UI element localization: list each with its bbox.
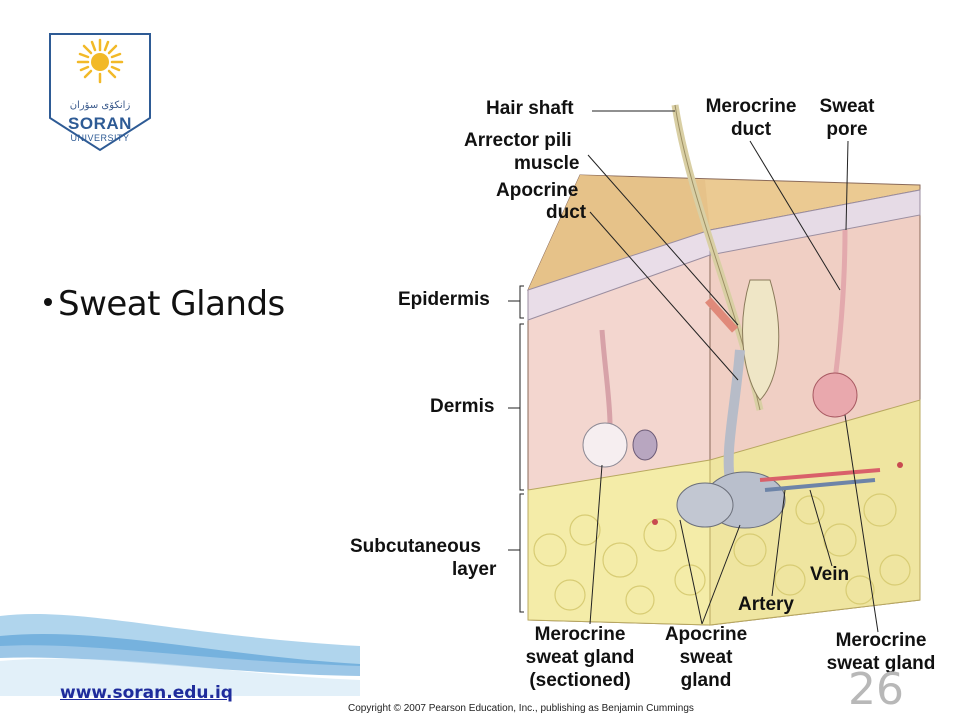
figure-copyright: Copyright © 2007 Pearson Education, Inc.… [348,703,694,714]
label-merocrine-sectioned-3: (sectioned) [529,670,631,691]
label-merocrine-gland-1: Merocrine [835,630,927,651]
label-arrector-pili-1: Arrector pili [464,130,572,151]
label-sweat-pore-2: pore [826,119,868,140]
bullet-marker [44,298,52,306]
decorative-wave [0,613,360,696]
label-subcutaneous-1: Subcutaneous [350,536,481,557]
logo-arabic-text: زانكۆی سۆران [69,100,131,111]
label-merocrine-sectioned-2: sweat gland [525,647,635,668]
label-arrector-pili-2: muscle [514,153,580,174]
label-vein: Vein [810,564,850,585]
label-apocrine-gland-3: gland [680,670,732,691]
label-merocrine-sectioned-1: Merocrine [534,624,626,645]
logo-name: SORAN [68,114,132,133]
label-subcutaneous-2: layer [452,559,497,580]
label-sweat-pore-1: Sweat [819,96,875,117]
label-hair-shaft: Hair shaft [486,98,574,119]
label-dermis: Dermis [430,396,495,417]
skin-diagram: Hair shaft Arrector pili muscle Apocrine… [340,80,960,700]
label-merocrine-gland-2: sweat gland [826,653,936,674]
bullet-text: Sweat Glands [58,284,285,324]
logo-subtitle: UNIVERSITY [70,133,130,143]
label-apocrine-gland-2: sweat [679,647,733,668]
page-number: 26 [848,664,904,715]
website-link[interactable]: www.soran.edu.iq [60,683,233,703]
label-artery: Artery [738,594,794,615]
label-epidermis: Epidermis [398,289,490,310]
label-merocrine-duct-2: duct [730,119,772,140]
label-apocrine-gland-1: Apocrine [664,624,748,645]
label-apocrine-duct-1: Apocrine [496,180,579,201]
label-apocrine-duct-2: duct [546,202,587,223]
soran-university-logo: زانكۆی سۆران SORAN UNIVERSITY [48,32,152,152]
label-merocrine-duct-1: Merocrine [705,96,797,117]
skin-block-illustration [527,104,921,626]
